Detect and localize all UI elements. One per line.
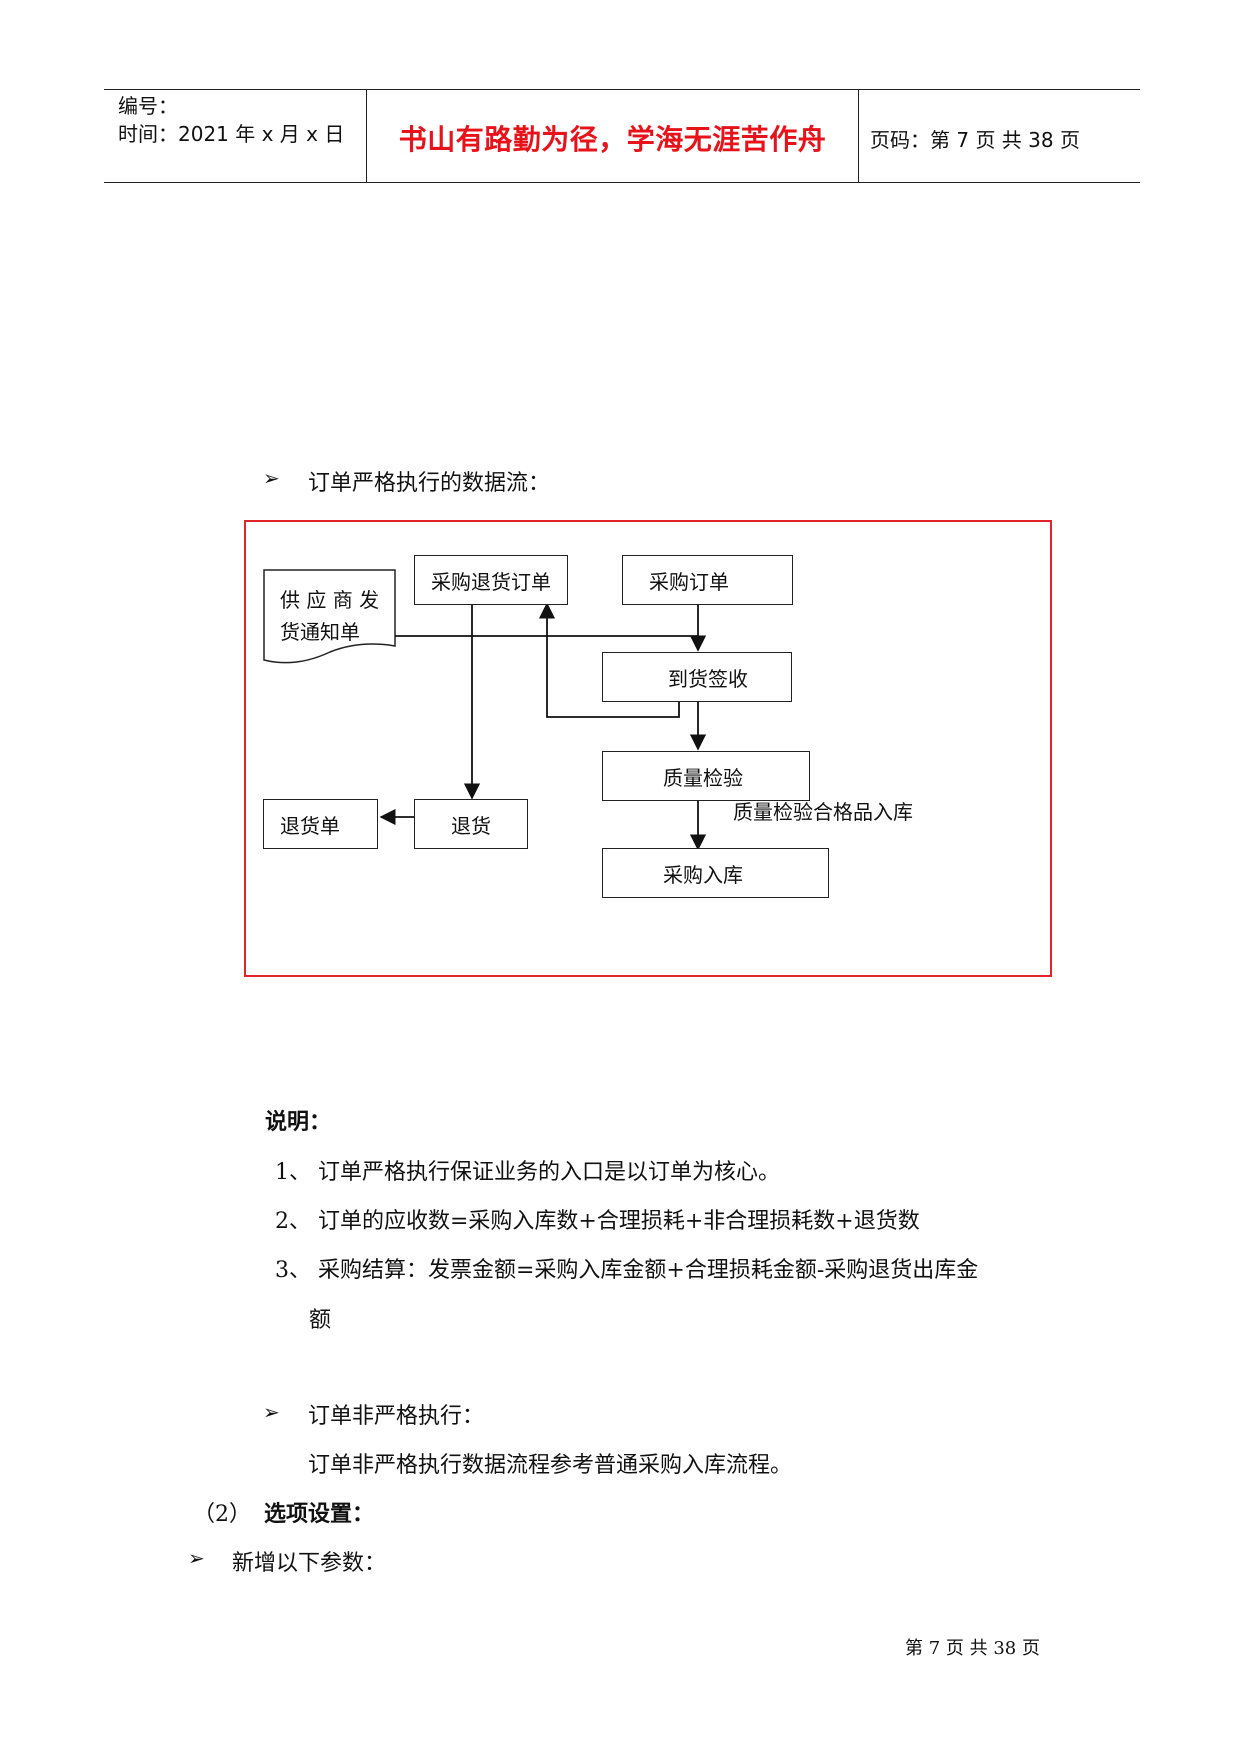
- supplier-document-shape: [263, 569, 396, 664]
- node-return-order: 采购退货订单: [414, 555, 568, 605]
- bullet-arrow-icon: ➢: [263, 466, 280, 490]
- header-time-label: 时间：2021 年 x 月 x 日: [118, 122, 345, 146]
- explanation-item-3: 3、 采购结算：发票金额=采购入库金额+合理损耗金额-采购退货出库金: [275, 1258, 979, 1283]
- section-title-nonstrict: 订单非严格执行：: [308, 1404, 485, 1429]
- arrow-arrival-to-return-order: [538, 602, 680, 718]
- section-number: （2）: [193, 1502, 251, 1527]
- supplier-doc-line1: 供 应 商 发: [280, 588, 380, 612]
- explanation-item-2: 2、 订单的应收数=采购入库数+合理损耗+非合理损耗数+退货数: [275, 1209, 920, 1234]
- node-purchase-order: 采购订单: [622, 555, 793, 605]
- node-return-goods: 退货: [414, 799, 528, 849]
- explanation-title: 说明：: [265, 1109, 332, 1135]
- section-body-nonstrict: 订单非严格执行数据流程参考普通采购入库流程。: [308, 1453, 793, 1478]
- header-page-info: 页码：第 7 页 共 38 页: [870, 128, 1080, 152]
- supplier-doc-line2: 货通知单: [280, 620, 360, 644]
- header-divider-right: [858, 90, 859, 183]
- header-bottom-rule: [104, 182, 1140, 183]
- header-divider-left: [366, 90, 367, 183]
- bullet-arrow-icon: ➢: [188, 1546, 205, 1570]
- node-purchase-inbound: 采购入库: [602, 848, 829, 898]
- footer-page-number: 第 7 页 共 38 页: [905, 1638, 1040, 1659]
- header-motto: 书山有路勤为径，学海无涯苦作舟: [398, 123, 827, 156]
- node-quality-check: 质量检验: [602, 751, 810, 801]
- explanation-item-3-cont: 额: [309, 1308, 332, 1333]
- explanation-item-1: 1、 订单严格执行保证业务的入口是以订单为核心。: [275, 1160, 780, 1185]
- header-number-label: 编号：: [118, 94, 178, 118]
- section-title-options: 选项设置：: [264, 1501, 375, 1527]
- section-title-new-params: 新增以下参数：: [232, 1551, 387, 1576]
- header-meta: 编号： 时间：2021 年 x 月 x 日: [118, 92, 344, 148]
- qc-pass-note: 质量检验合格品入库: [733, 800, 913, 824]
- node-return-slip: 退货单: [263, 799, 378, 849]
- header-top-rule: [104, 89, 1140, 90]
- bullet-arrow-icon: ➢: [263, 1400, 280, 1424]
- section-title-strict-dataflow: 订单严格执行的数据流：: [308, 471, 551, 496]
- node-arrival-receipt: 到货签收: [602, 652, 792, 702]
- flowchart-frame: [244, 520, 1052, 977]
